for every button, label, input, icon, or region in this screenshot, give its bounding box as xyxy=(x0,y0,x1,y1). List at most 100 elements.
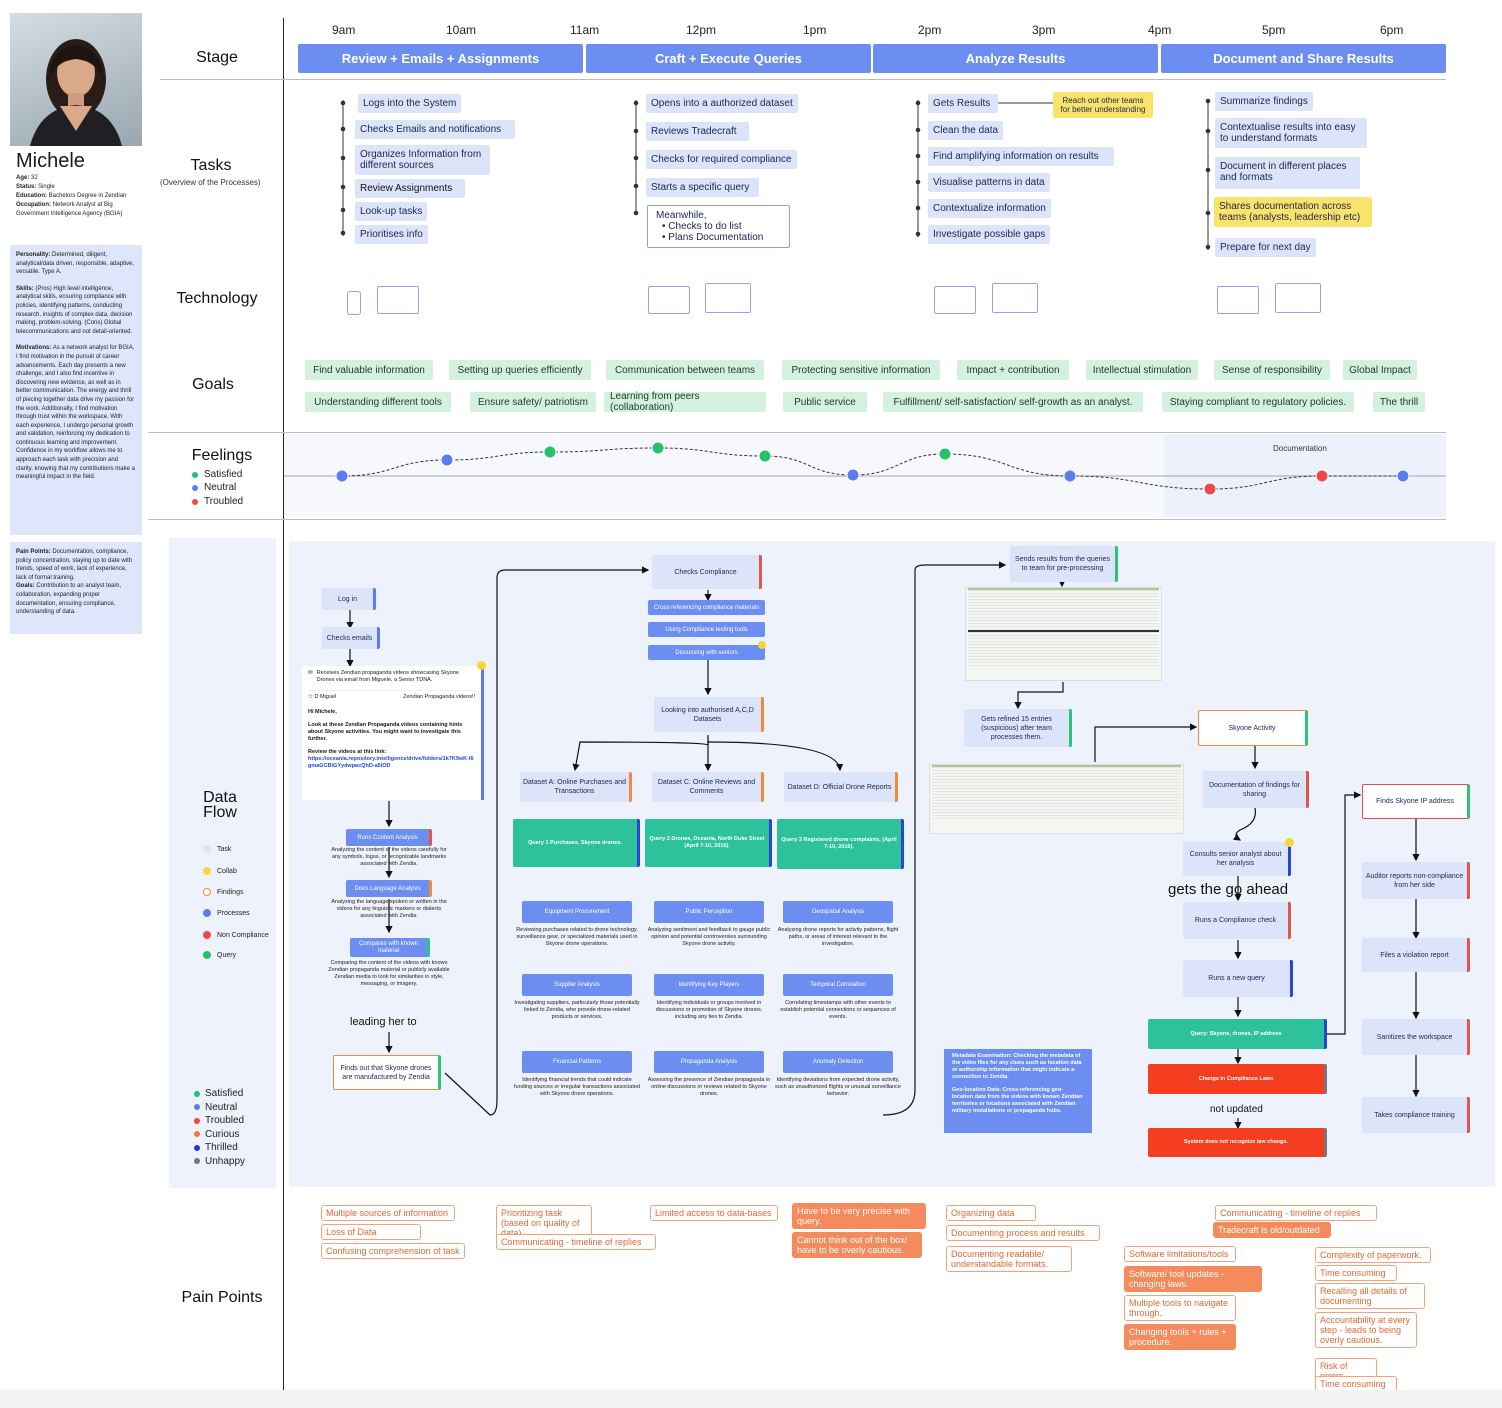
refined-table-image xyxy=(929,764,1184,834)
pain-point: Communicating - timeline of replies xyxy=(496,1234,656,1250)
flow-check-emails: Checks emails xyxy=(322,627,380,649)
analysis-title: Equipment Procurement xyxy=(522,901,632,923)
analysis-title: Financial Patterns xyxy=(522,1051,632,1073)
analysis-desc: Investigating suppliers, particularly th… xyxy=(514,1000,640,1020)
table-row xyxy=(932,810,1181,813)
flow-legend-item: Non Compliance xyxy=(203,931,269,939)
persona-details: Personality: Determined, diligent, analy… xyxy=(10,245,142,535)
flow-legend-item: Processes xyxy=(203,909,250,917)
flow-refined: Gets refined 15 entries (suspicious) aft… xyxy=(964,709,1072,747)
analysis-desc: Analyzing sentiment and feedback to gaug… xyxy=(647,927,771,947)
row-label-stage: Stage xyxy=(196,49,238,66)
collab-dot xyxy=(1285,838,1294,847)
flow-legend-item: Task xyxy=(203,845,231,853)
task-item: Contextualize information xyxy=(928,199,1051,218)
persona-name: Michele xyxy=(16,150,85,172)
dataflow-label-panel xyxy=(169,538,276,1188)
stage-document[interactable]: Document and Share Results xyxy=(1161,44,1446,73)
task-item: Opens into a authorized dataset xyxy=(646,94,798,113)
table-row xyxy=(932,804,1181,807)
flow-documentation-findings: Documentation of findings for sharing xyxy=(1203,771,1309,808)
collab-dot xyxy=(477,661,486,670)
flow-compares-desc: Comparing the content of the videos with… xyxy=(328,960,450,987)
table-row xyxy=(968,606,1159,609)
analysis-title: Geospatial Analysis xyxy=(783,901,893,923)
feeling-point-satisfied xyxy=(651,441,665,455)
hour-label: 4pm xyxy=(1148,23,1172,37)
flow-metadata-box: Metadata Examination: Checking the metad… xyxy=(944,1049,1092,1133)
task-item: Reviews Tradecraft xyxy=(646,122,749,141)
email-link[interactable]: https://oceania.repository.intelligence/… xyxy=(308,756,474,769)
table-row xyxy=(968,588,1159,591)
table-row xyxy=(932,798,1181,801)
table-row xyxy=(932,783,1181,786)
table-row xyxy=(968,633,1159,636)
row-label-dataflow: Data Flow xyxy=(203,789,237,821)
pain-point: Software limitations/tools xyxy=(1124,1246,1236,1262)
persona-pains-goals: Pain Points: Documentation, compliance, … xyxy=(10,542,142,634)
table-row xyxy=(968,648,1159,651)
flow-dataset-c: Dataset C: Online Reviews and Comments xyxy=(652,772,764,802)
feeling-point-neutral xyxy=(440,453,454,467)
footer-strip xyxy=(0,1390,1502,1408)
table-row xyxy=(932,768,1181,771)
pain-point: Multiple tools to navigate through. xyxy=(1124,1295,1236,1321)
monitor-icon xyxy=(1275,283,1321,313)
analysis-desc: Identifying financial trends that could … xyxy=(514,1077,640,1097)
pain-point: Organizing data xyxy=(946,1205,1036,1221)
goal-item: Staying compliant to regulatory policies… xyxy=(1162,392,1354,412)
pain-point: Confusing comprehension of task xyxy=(321,1243,465,1259)
timeline-axis xyxy=(283,18,284,1390)
table-row xyxy=(968,609,1159,612)
stage-analyze[interactable]: Analyze Results xyxy=(873,44,1158,73)
emotion-legend-item: Curious xyxy=(194,1129,239,1140)
goal-item: Communication between teams xyxy=(606,360,764,380)
task-item: Organizes Information from different sou… xyxy=(355,145,490,175)
flow-runs-content-desc: Analyzing the content of the videos care… xyxy=(331,847,447,867)
hour-label: 2pm xyxy=(918,23,942,37)
pain-point: Cannot think out of the box/ have to be … xyxy=(792,1232,922,1258)
flow-files-violation: Files a violation report xyxy=(1362,938,1470,972)
stage-craft[interactable]: Craft + Execute Queries xyxy=(586,44,871,73)
emotion-legend-item: Thrilled xyxy=(194,1142,238,1153)
pain-point: Documenting readable/ understandable for… xyxy=(946,1246,1072,1272)
task-item: Prepare for next day xyxy=(1215,238,1316,257)
pain-point: Loss of Data xyxy=(321,1224,421,1240)
legend-label: Task xyxy=(217,845,232,853)
monitor-icon xyxy=(992,283,1038,313)
task-item: Starts a specific query xyxy=(646,178,759,197)
table-row xyxy=(968,657,1159,660)
table-row xyxy=(968,663,1159,666)
table-row xyxy=(968,636,1159,639)
goal-item: Setting up queries efficiently xyxy=(449,360,591,380)
feelings-legend-satisfied: Satisfied xyxy=(192,469,242,480)
feelings-legend-troubled: Troubled xyxy=(192,496,243,507)
table-row xyxy=(932,774,1181,777)
divider xyxy=(148,519,1446,520)
task-collab: Shares documentation across teams (analy… xyxy=(1214,197,1372,227)
table-row xyxy=(968,621,1159,624)
legend-swatch xyxy=(203,931,211,939)
pain-point: Time consuming xyxy=(1315,1265,1397,1281)
table-row xyxy=(968,612,1159,615)
hour-label: 5pm xyxy=(1262,23,1286,37)
email-preview: ✉Receives Zendian propaganda videos show… xyxy=(302,666,484,800)
table-row xyxy=(932,789,1181,792)
flow-runs-content: Runs Content Analysis xyxy=(346,829,432,846)
hour-label: 6pm xyxy=(1380,23,1404,37)
table-row xyxy=(968,645,1159,648)
legend-label: Neutral xyxy=(205,1101,238,1113)
legend-label: Curious xyxy=(205,1128,240,1140)
legend-swatch xyxy=(203,909,211,917)
legend-swatch xyxy=(194,1131,200,1137)
goal-item: Fulfillment/ self-satisfaction/ self-gro… xyxy=(883,392,1143,412)
stage-review[interactable]: Review + Emails + Assignments xyxy=(298,44,583,73)
emotion-legend-item: Neutral xyxy=(194,1102,237,1113)
pain-point: Communicating - timeline of replies xyxy=(1215,1205,1377,1221)
flow-sanitizes: Sanitizes the workspace xyxy=(1362,1019,1470,1055)
table-row xyxy=(968,618,1159,621)
table-row xyxy=(968,660,1159,663)
flow-login: Log in xyxy=(322,588,376,610)
table-row xyxy=(932,780,1181,783)
table-row xyxy=(968,630,1159,633)
